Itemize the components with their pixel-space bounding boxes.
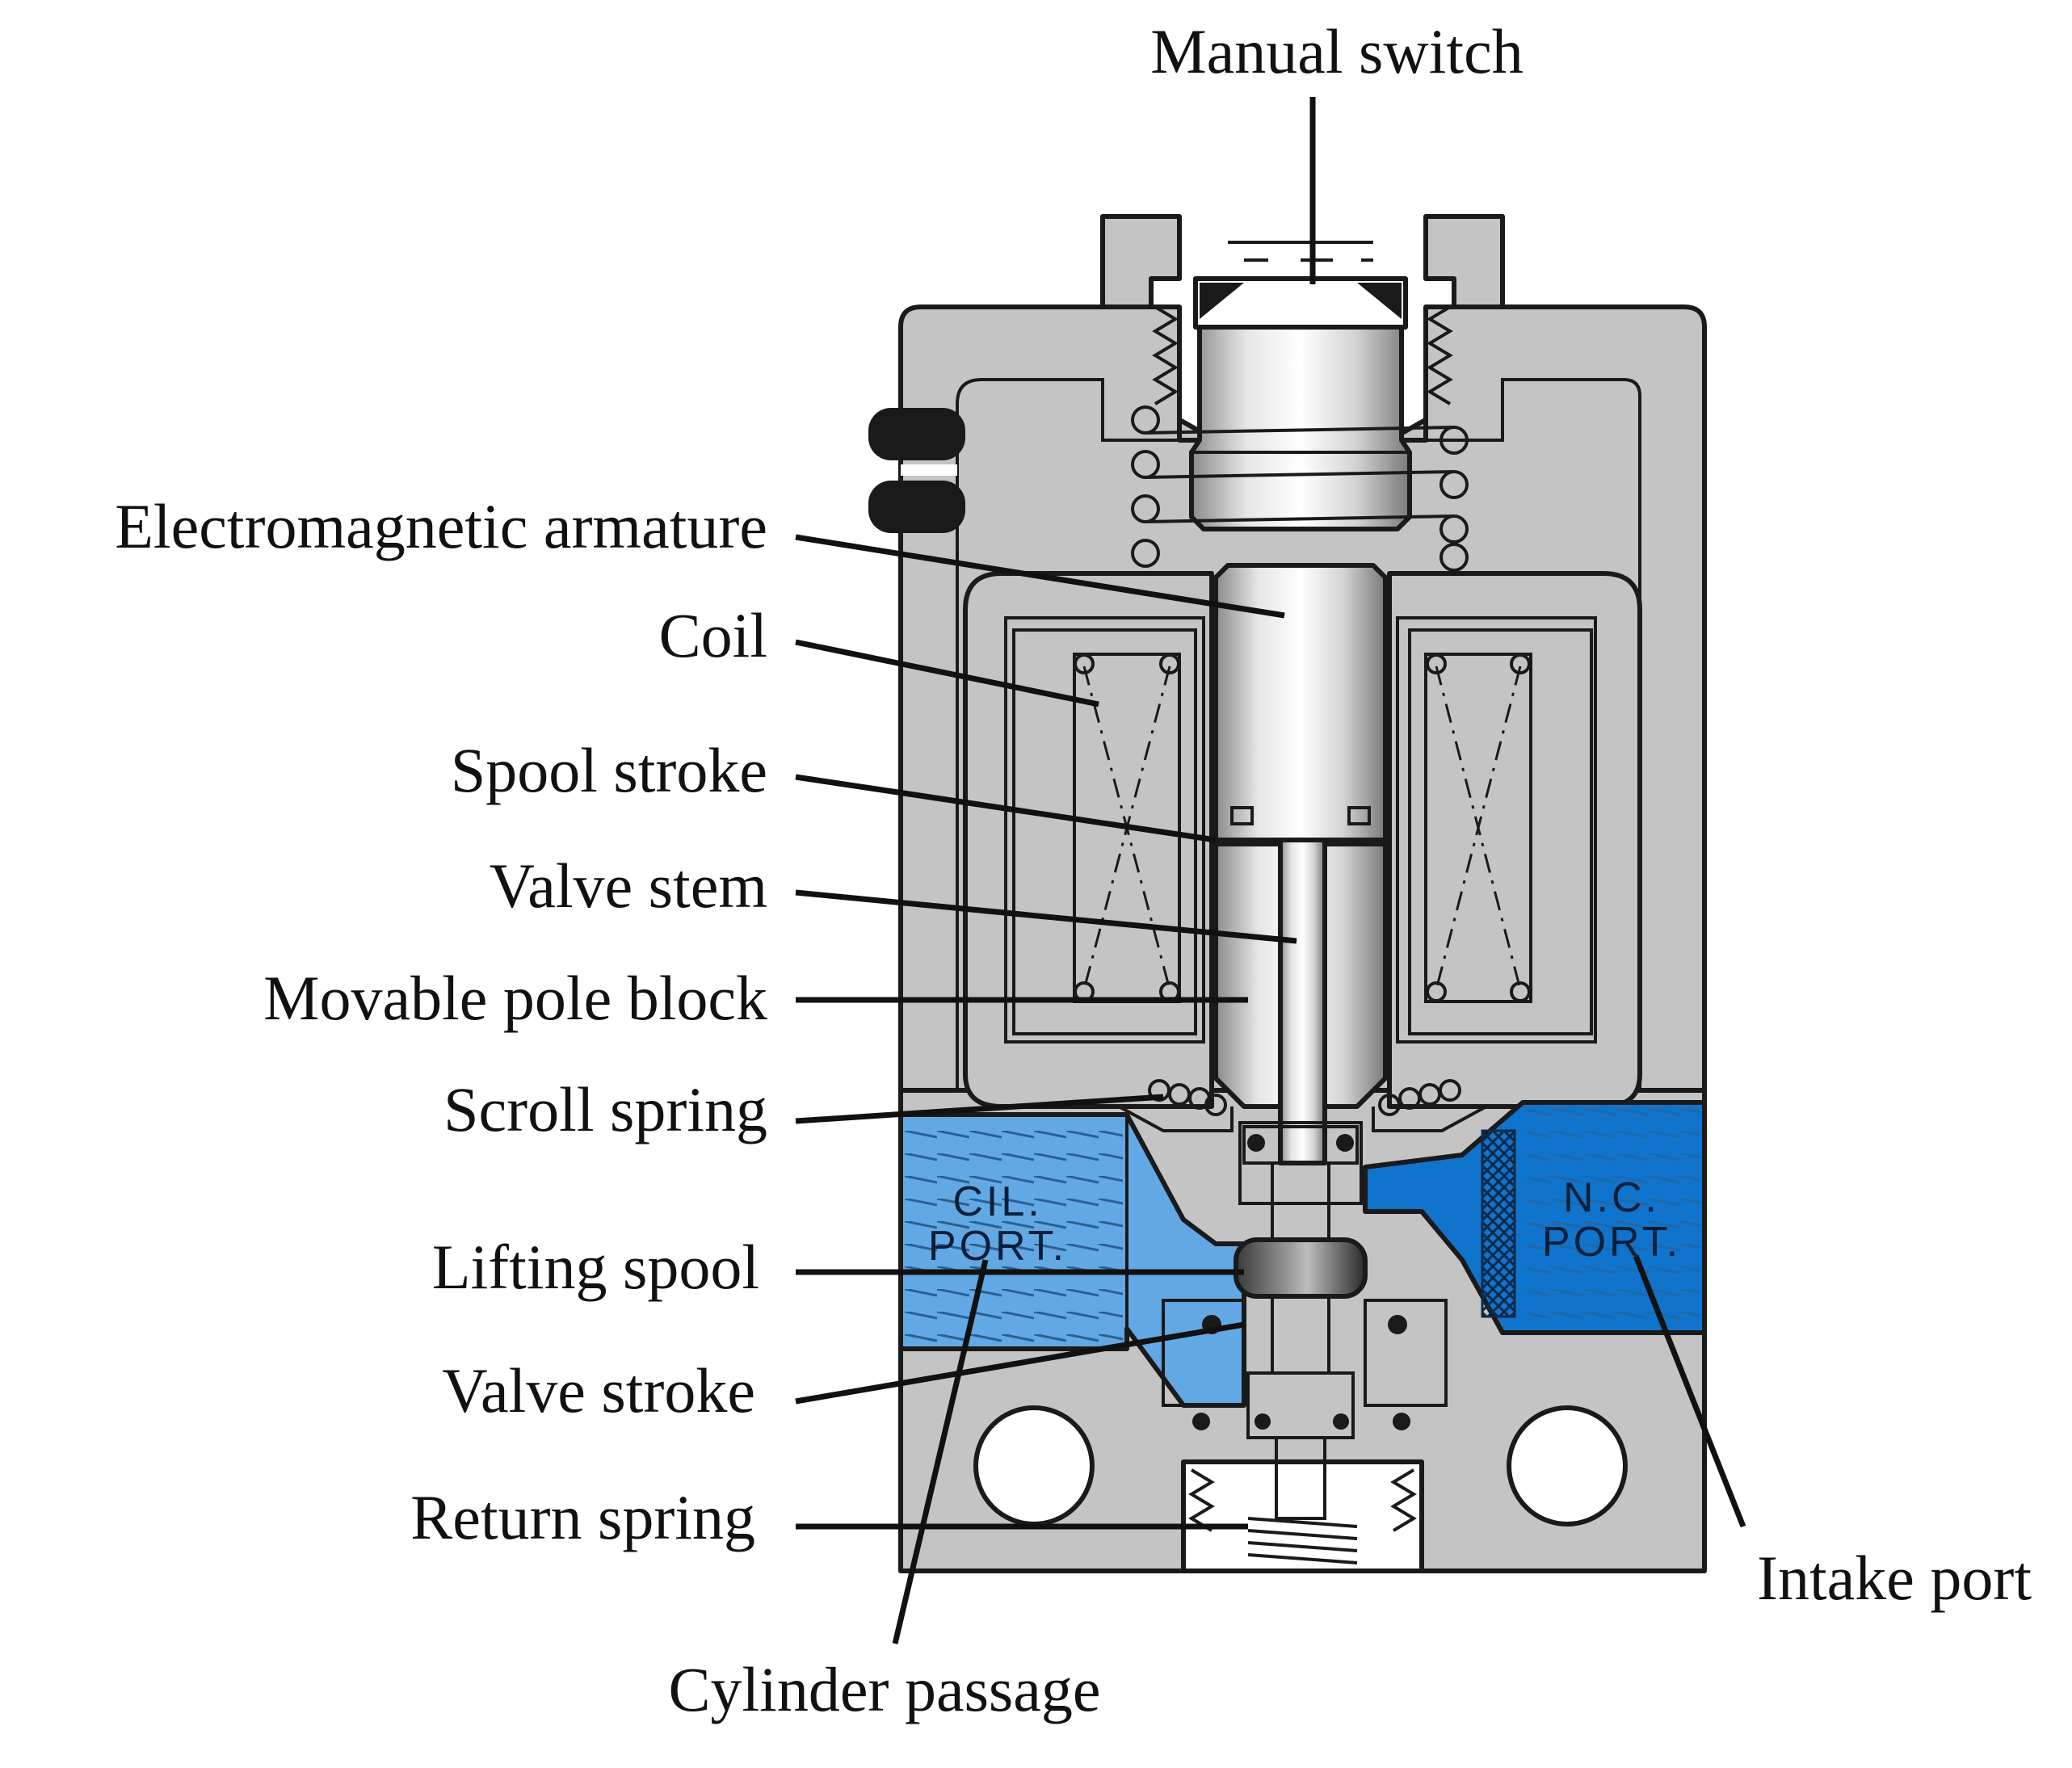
label-valve-stroke: Valve stroke [442,1355,755,1426]
arrow-electromagnetic-armature [795,534,1285,619]
arrow-intake-port [1633,1254,1746,1528]
label-coil: Coil [659,600,767,670]
valve-stem [1278,838,1327,1165]
housing-cavity [956,378,1641,1092]
label-movable-pole-block: Movable pole block [263,963,767,1033]
arrow-scroll-spring [795,1094,1164,1124]
label-intake-port: Intake port [1757,1543,2032,1613]
intake-port-label-2: PORT. [1542,1219,1681,1266]
coil-left [1012,628,1197,1035]
label-spool-stroke: Spool stroke [451,735,767,805]
spool-assembly [1162,1121,1448,1573]
solenoid-core [963,563,1642,1165]
arrow-spool-stroke [795,774,1217,843]
label-cylinder-passage: Cylinder passage [668,1654,1100,1724]
arrow-valve-stroke [795,1321,1245,1405]
arrow-valve-stem [795,889,1297,944]
intake-port-label-1: N.C. [1563,1174,1660,1221]
labels: Manual switch Electromagnetic armature C… [115,16,2032,1724]
mounting-hole-right [1507,1405,1628,1527]
label-lifting-spool: Lifting spool [432,1232,759,1302]
label-electromagnetic-armature: Electromagnetic armature [115,491,767,561]
armature [1213,563,1388,842]
label-valve-stem: Valve stem [490,850,767,921]
arrow-coil [795,639,1099,708]
leader-arrows [795,97,1746,1644]
label-scroll-spring: Scroll spring [443,1074,767,1144]
label-return-spring: Return spring [410,1482,755,1552]
label-manual-switch: Manual switch [1150,16,1523,86]
return-spring [1247,1517,1358,1564]
cylinder-port-label-1: CIL. [952,1178,1042,1225]
intake-port: N.C. PORT. [1363,1100,1707,1335]
lifting-spool [1234,1237,1368,1299]
mounting-hole-left [973,1405,1095,1527]
coil-right [1408,628,1593,1035]
arrow-cylinder-passage [892,1259,989,1644]
cylinder-port-label-2: PORT. [928,1223,1067,1270]
cylinder-port: CIL. PORT. [898,1112,1246,1408]
manual-switch [868,241,1469,572]
